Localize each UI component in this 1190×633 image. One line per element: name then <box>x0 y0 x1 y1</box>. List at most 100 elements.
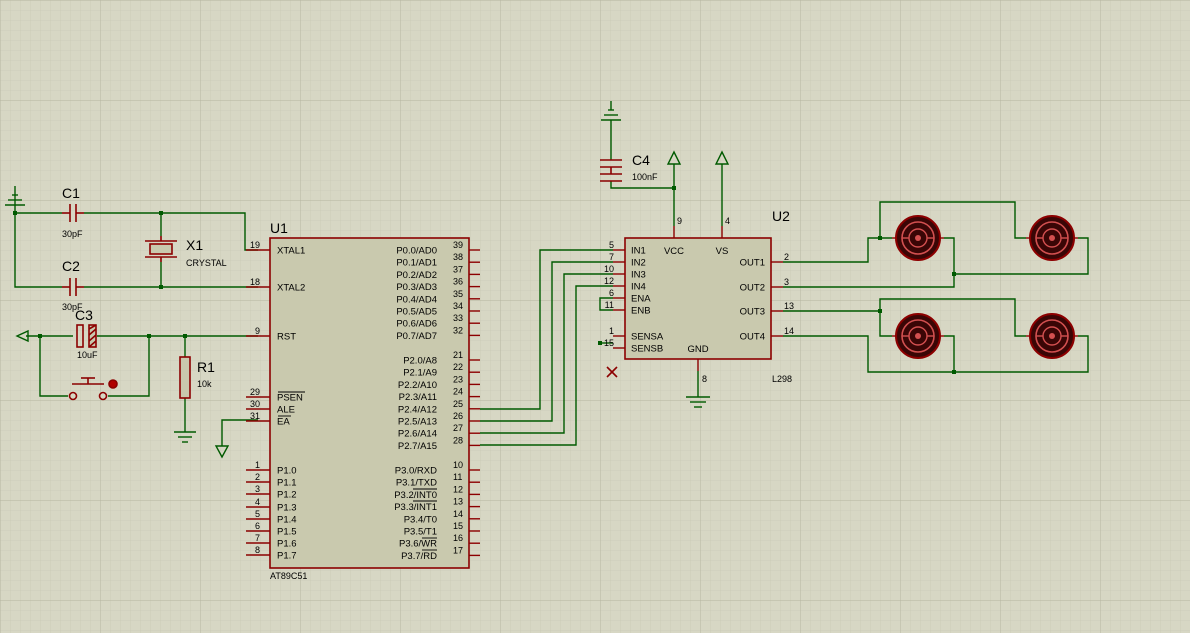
pin-p1-2[interactable]: P1.23 <box>246 484 297 501</box>
pin-label: P2.3/A11 <box>399 392 437 403</box>
pin-number: 15 <box>453 521 463 531</box>
crystal-x1[interactable] <box>145 236 177 262</box>
c1-ref: C1 <box>62 185 80 201</box>
pin-vs[interactable]: VS4 <box>716 216 730 257</box>
pin-out3[interactable]: OUT3 13 <box>740 301 794 318</box>
pin-label: P2.4/A12 <box>398 404 437 415</box>
pin-p1-6[interactable]: P1.67 <box>246 533 297 550</box>
pin-number: 39 <box>453 240 463 250</box>
push-button[interactable] <box>68 377 118 401</box>
pin-number: 3 <box>784 277 789 287</box>
pin-number: 6 <box>255 521 260 531</box>
chip-u1-left-pins: XTAL119XTAL218RST9PSEN29ALE30EA31P1.01P1… <box>246 240 305 562</box>
capacitor-c2[interactable] <box>62 278 84 296</box>
resistor-r1[interactable] <box>179 356 191 399</box>
junction <box>183 334 187 338</box>
pin-label: P0.5/AD5 <box>396 307 437 318</box>
wire-out2 <box>783 274 955 288</box>
pin-out2[interactable]: OUT2 3 <box>740 277 789 294</box>
pin-label: P2.0/A8 <box>403 356 437 367</box>
pin-number: 13 <box>784 301 794 311</box>
pin-label: P2.7/A15 <box>398 441 437 452</box>
junction <box>38 334 42 338</box>
motor-icon[interactable] <box>892 313 944 359</box>
chip-u2[interactable]: U2 L298 IN15IN27IN310IN412ENA6ENB11SENSA… <box>604 208 794 384</box>
pin-label: ALE <box>277 405 295 416</box>
pin-p1-3[interactable]: P1.34 <box>246 497 297 514</box>
capacitor-c4[interactable] <box>600 159 622 182</box>
pin-p1-0[interactable]: P1.01 <box>246 460 297 477</box>
pin-label: XTAL2 <box>277 283 305 294</box>
pin-number: 3 <box>255 484 260 494</box>
pin-number: 6 <box>609 288 614 298</box>
pin-number: 32 <box>453 325 463 335</box>
pin-p1-7[interactable]: P1.78 <box>246 545 297 562</box>
wire-out3 <box>783 310 892 337</box>
pin-p1-4[interactable]: P1.45 <box>246 509 297 526</box>
pin-label: OUT2 <box>740 283 765 294</box>
pin-label: IN2 <box>631 258 646 269</box>
pin-number: 12 <box>453 484 463 494</box>
pin-p1-1[interactable]: P1.12 <box>246 472 297 489</box>
pin-number: 36 <box>453 277 463 287</box>
junction <box>13 211 17 215</box>
capacitor-c3[interactable] <box>76 324 97 348</box>
capacitor-c1[interactable] <box>62 204 84 222</box>
wire-m3-m4-top <box>879 298 1026 337</box>
chip-u2-body[interactable] <box>624 237 772 360</box>
pin-p1-5[interactable]: P1.56 <box>246 521 297 538</box>
pin-label: OUT3 <box>740 307 765 318</box>
pin-label: P2.1/A9 <box>403 368 437 379</box>
wire-button-left <box>39 336 68 397</box>
chip-u1[interactable]: U1 AT89C51 XTAL119XTAL218RST9PSEN29ALE30… <box>246 220 480 581</box>
motor-icon[interactable] <box>892 215 944 261</box>
pin-number: 29 <box>250 387 260 397</box>
motor-icon[interactable] <box>1026 215 1078 261</box>
motor-icon[interactable] <box>1026 313 1078 359</box>
chip-u1-body[interactable] <box>269 237 470 569</box>
